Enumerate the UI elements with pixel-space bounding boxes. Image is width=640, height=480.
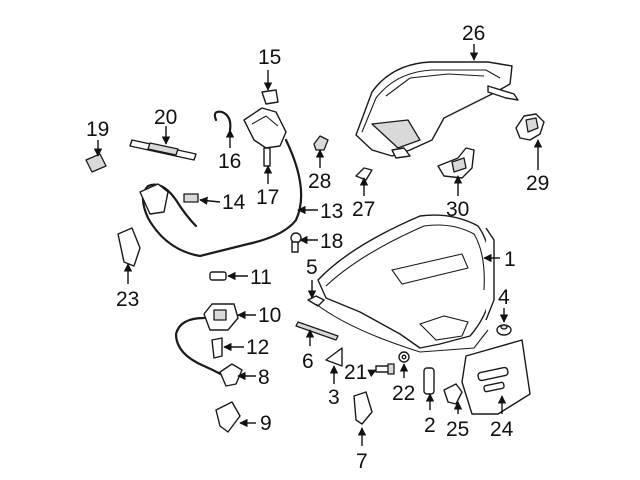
part-22-washer	[398, 351, 410, 363]
part-29-bracket	[515, 113, 545, 141]
part-28-clip	[313, 135, 329, 151]
callout-16: 16	[218, 150, 241, 173]
callout-19: 19	[86, 118, 109, 141]
part-7-retainer	[353, 391, 373, 425]
callout-2: 2	[424, 414, 436, 437]
part-16-hose	[213, 110, 232, 132]
callout-1: 1	[504, 248, 516, 271]
callout-9: 9	[260, 412, 272, 435]
callout-14: 14	[222, 191, 246, 214]
callout-7: 7	[356, 450, 368, 473]
callout-12: 12	[246, 336, 269, 359]
callout-6: 6	[302, 350, 314, 373]
callout-13: 13	[320, 200, 343, 223]
part-6-strip	[295, 321, 339, 341]
callout-23: 23	[116, 288, 139, 311]
part-26-spoiler	[355, 61, 519, 159]
part-13-cable	[141, 138, 303, 258]
part-11-bumper	[209, 271, 227, 281]
part-17-hinge	[243, 107, 287, 167]
part-3-bracket	[325, 347, 343, 367]
callout-27: 27	[352, 198, 375, 221]
part-18-bolt	[290, 232, 302, 253]
weatherstrip	[315, 303, 489, 353]
callout-3: 3	[328, 386, 340, 409]
callout-26: 26	[462, 22, 485, 45]
callout-5: 5	[306, 256, 318, 279]
callout-30: 30	[446, 198, 469, 221]
part-15-bracket	[261, 89, 279, 105]
callout-28: 28	[308, 170, 331, 193]
leader-lines	[93, 44, 543, 446]
callout-20: 20	[154, 106, 177, 129]
part-12-actuator	[211, 337, 223, 359]
part-4-grommet	[496, 324, 512, 336]
part-10-latch	[203, 303, 239, 331]
part-24-panel	[461, 339, 531, 415]
callout-29: 29	[526, 172, 549, 195]
callout-4: 4	[498, 286, 510, 309]
part-19-clip	[85, 153, 107, 173]
callout-labels: 26 15 19 20 16 17 28 27 30 29 14 13 18 1…	[86, 22, 549, 473]
part-1-trunk-lid	[317, 214, 495, 349]
part-9-cover	[215, 401, 241, 433]
part-23-bracket	[117, 227, 141, 267]
part-25-clip	[443, 383, 463, 405]
callout-15: 15	[258, 46, 281, 69]
part-30-bracket	[437, 147, 475, 179]
callout-17: 17	[256, 186, 279, 209]
part-8-bracket	[219, 363, 243, 387]
callout-10: 10	[258, 304, 281, 327]
callout-11: 11	[250, 266, 272, 289]
callout-21: 21	[344, 361, 367, 384]
callout-8: 8	[258, 366, 270, 389]
callout-24: 24	[490, 418, 514, 441]
part-14-hinge	[139, 183, 199, 215]
callout-25: 25	[446, 418, 469, 441]
part-21-bolt	[375, 363, 395, 375]
part-2-stop	[423, 367, 435, 395]
release-cable	[174, 316, 232, 382]
part-20-strut	[129, 139, 197, 161]
callout-18: 18	[320, 230, 343, 253]
callout-22: 22	[392, 382, 415, 405]
